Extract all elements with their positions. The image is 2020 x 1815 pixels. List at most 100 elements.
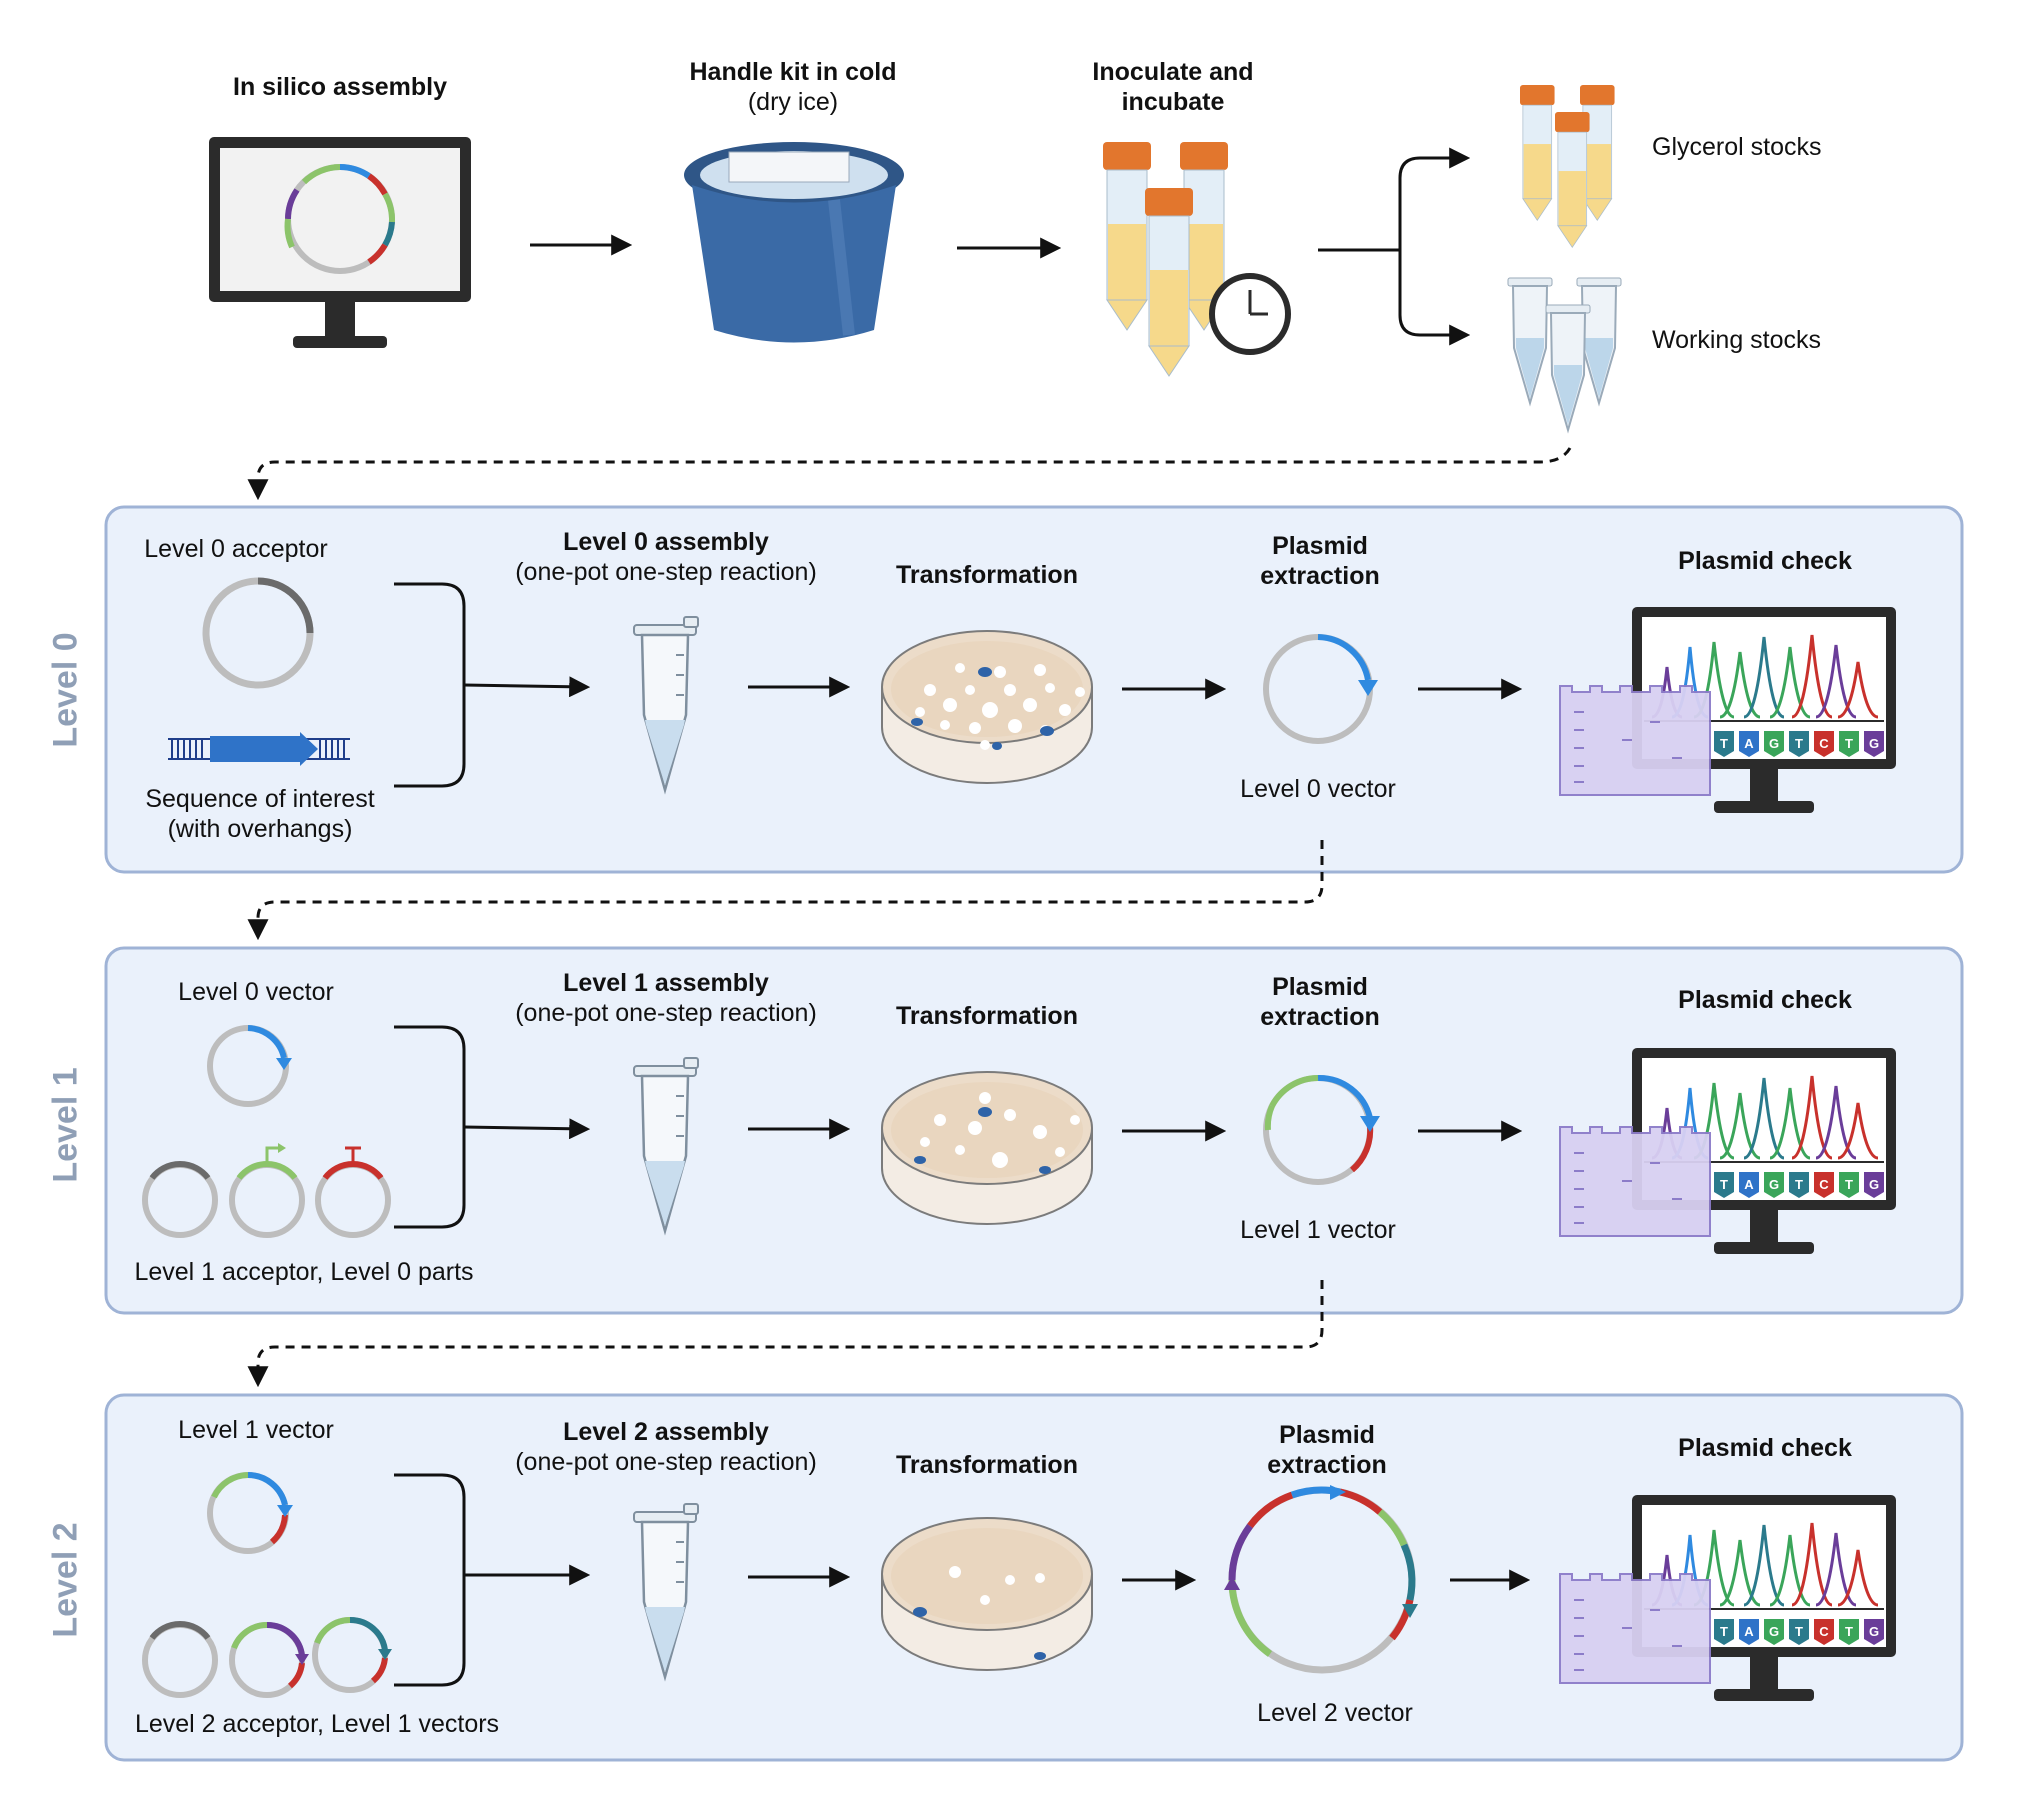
- level-2-plasmid: Plasmid: [1279, 1421, 1375, 1449]
- level-1-extraction: extraction: [1260, 1003, 1380, 1031]
- dna-base-tile: [1764, 731, 1784, 757]
- dna-base-tile: [1789, 731, 1809, 757]
- dna-base-letter: G: [1869, 1177, 1879, 1192]
- level-0-part-promoter: [229, 1143, 305, 1238]
- working-stocks-icon: [1507, 277, 1622, 431]
- incubate-label: incubate: [1121, 88, 1225, 116]
- dashed-connector: [247, 447, 1572, 501]
- dna-base-tile: [1714, 1619, 1734, 1645]
- level-0-vector-label: Level 0 vector: [1240, 775, 1396, 803]
- level-0-input-top: Level 0 acceptor: [144, 535, 328, 563]
- dna-base-letter: T: [1720, 1177, 1728, 1192]
- dry-ice-label: (dry ice): [747, 88, 839, 116]
- level-2-check: Plasmid check: [1678, 1434, 1852, 1462]
- level-1-plasmid: Plasmid: [1272, 973, 1368, 1001]
- dna-base-letter: T: [1720, 736, 1728, 751]
- level-0-assembly: Level 0 assembly: [563, 528, 769, 556]
- level-1-input-top: Level 0 vector: [178, 978, 334, 1006]
- dna-base-letter: G: [1869, 1624, 1879, 1639]
- level-2-transformation: Transformation: [896, 1451, 1078, 1479]
- bracket: [394, 1473, 466, 1687]
- dna-base-letter: T: [1845, 1624, 1853, 1639]
- level-2-input-bottom: Level 2 acceptor, Level 1 vectors: [134, 1710, 500, 1738]
- level-0-acceptor-plasmid: [202, 577, 314, 689]
- dna-base-letter: T: [1720, 1624, 1728, 1639]
- dna-base-letter: T: [1795, 736, 1803, 751]
- level-2-assembly: Level 2 assembly: [563, 1418, 769, 1446]
- falcon-tubes-icon: [1102, 141, 1291, 377]
- sequence-of-interest-dna: [168, 732, 350, 766]
- ice-bucket-icon: [684, 142, 904, 343]
- petri-dish-level-2: [881, 1517, 1093, 1671]
- dna-base-letter: T: [1845, 736, 1853, 751]
- dna-base-tile: [1739, 731, 1759, 757]
- level-0-input-bottom-1: Sequence of interest: [145, 785, 375, 813]
- dna-base-tile: [1814, 1619, 1834, 1645]
- level-0-extraction: extraction: [1260, 562, 1380, 590]
- dna-base-tile: [1839, 1619, 1859, 1645]
- handle-kit-label: Handle kit in cold: [689, 58, 897, 86]
- dna-base-letter: T: [1845, 1177, 1853, 1192]
- dashed-connector: [247, 1280, 1324, 1388]
- level-2-acceptor-part: [142, 1621, 218, 1698]
- dna-base-tile: [1789, 1172, 1809, 1198]
- dna-base-letter: G: [1769, 1177, 1779, 1192]
- dna-base-letter: T: [1795, 1624, 1803, 1639]
- level-1-input-bottom: Level 1 acceptor, Level 0 parts: [134, 1258, 474, 1286]
- dna-base-letter: G: [1869, 736, 1879, 751]
- level-2-vector-label: Level 2 vector: [1257, 1699, 1413, 1727]
- dna-base-tile: [1764, 1619, 1784, 1645]
- level-0-transformation: Transformation: [896, 561, 1078, 589]
- dna-base-letter: T: [1795, 1177, 1803, 1192]
- dna-base-letter: A: [1744, 1624, 1754, 1639]
- dna-base-letter: C: [1819, 1177, 1829, 1192]
- level-1-vector-plasmid: [1263, 1074, 1380, 1185]
- dna-base-letter: A: [1744, 1177, 1754, 1192]
- level-1-vector-part-b: [312, 1616, 392, 1693]
- inoculate-label: Inoculate and: [1092, 58, 1254, 86]
- dashed-connector: [247, 840, 1324, 941]
- level-0-vector-plasmid: [1263, 634, 1378, 744]
- level-0-reaction: (one-pot one-step reaction): [515, 558, 817, 586]
- in-silico-label: In silico assembly: [233, 73, 447, 101]
- glycerol-stocks-icon: [1519, 84, 1615, 248]
- level-1-acceptor-part: [142, 1161, 218, 1238]
- dna-base-letter: C: [1819, 1624, 1829, 1639]
- dna-base-tile: [1864, 1619, 1884, 1645]
- dna-base-letter: C: [1819, 736, 1829, 751]
- dna-base-tile: [1839, 731, 1859, 757]
- level-2-vector-plasmid: [1224, 1485, 1418, 1674]
- level-1-assembly: Level 1 assembly: [563, 969, 769, 997]
- level-1-reaction: (one-pot one-step reaction): [515, 999, 817, 1027]
- level-2-input-top: Level 1 vector: [178, 1416, 334, 1444]
- plasmid-check-icon: [1559, 605, 1898, 815]
- dna-base-tile: [1864, 1172, 1884, 1198]
- dna-base-tile: [1864, 731, 1884, 757]
- split-arrow: [1318, 147, 1471, 346]
- level-0-label: Level 0: [46, 632, 85, 748]
- dna-base-tile: [1764, 1172, 1784, 1198]
- dna-base-tile: [1714, 731, 1734, 757]
- level-0-vector-input: [207, 1025, 292, 1107]
- dna-base-letter: G: [1769, 1624, 1779, 1639]
- dna-base-tile: [1714, 1172, 1734, 1198]
- dna-base-letter: G: [1769, 736, 1779, 751]
- petri-dish-level-1: [881, 1071, 1093, 1225]
- dna-base-tile: [1739, 1619, 1759, 1645]
- dna-base-tile: [1789, 1619, 1809, 1645]
- dna-base-tile: [1839, 1172, 1859, 1198]
- level-2-extraction: extraction: [1267, 1451, 1387, 1479]
- glycerol-stocks-label: Glycerol stocks: [1652, 133, 1822, 161]
- level-2-label: Level 2: [46, 1522, 85, 1638]
- level-1-check: Plasmid check: [1678, 986, 1852, 1014]
- level-1-vector-part-a: [229, 1621, 309, 1698]
- dna-base-letter: A: [1744, 736, 1754, 751]
- level-1-vector-label: Level 1 vector: [1240, 1216, 1396, 1244]
- level-0-check: Plasmid check: [1678, 547, 1852, 575]
- dna-base-tile: [1739, 1172, 1759, 1198]
- level-1-vector-input: [207, 1472, 293, 1554]
- level-0-part-terminator: [315, 1146, 391, 1238]
- level-0-plasmid: Plasmid: [1272, 532, 1368, 560]
